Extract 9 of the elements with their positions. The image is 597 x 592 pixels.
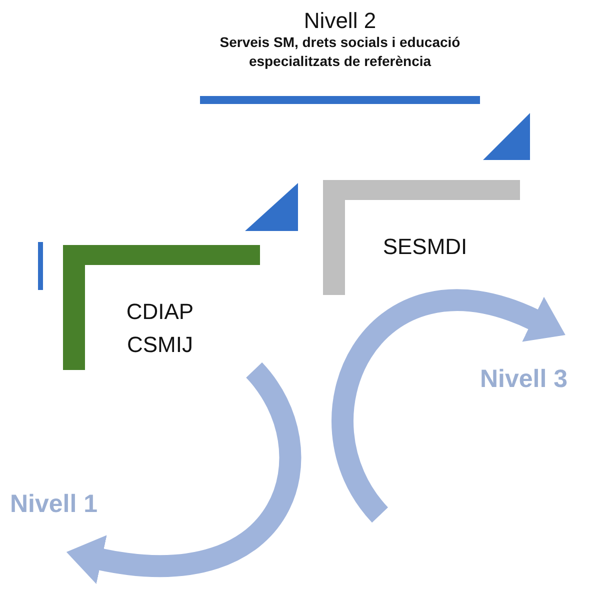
corner-bracket: [323, 180, 520, 295]
curved-arrow: [332, 289, 567, 522]
service-label: CDIAP CSMIJ: [125, 298, 195, 359]
service-label: SESMDI: [382, 233, 468, 261]
level-title: Nivell 2: [302, 8, 378, 34]
level-label: Nivell 3: [480, 365, 569, 394]
level-label: Nivell 1: [10, 490, 99, 519]
level-subtitle: Serveis SM, drets socials i educació especialitzats de referència: [218, 33, 462, 72]
corner-bracket: [63, 245, 260, 370]
